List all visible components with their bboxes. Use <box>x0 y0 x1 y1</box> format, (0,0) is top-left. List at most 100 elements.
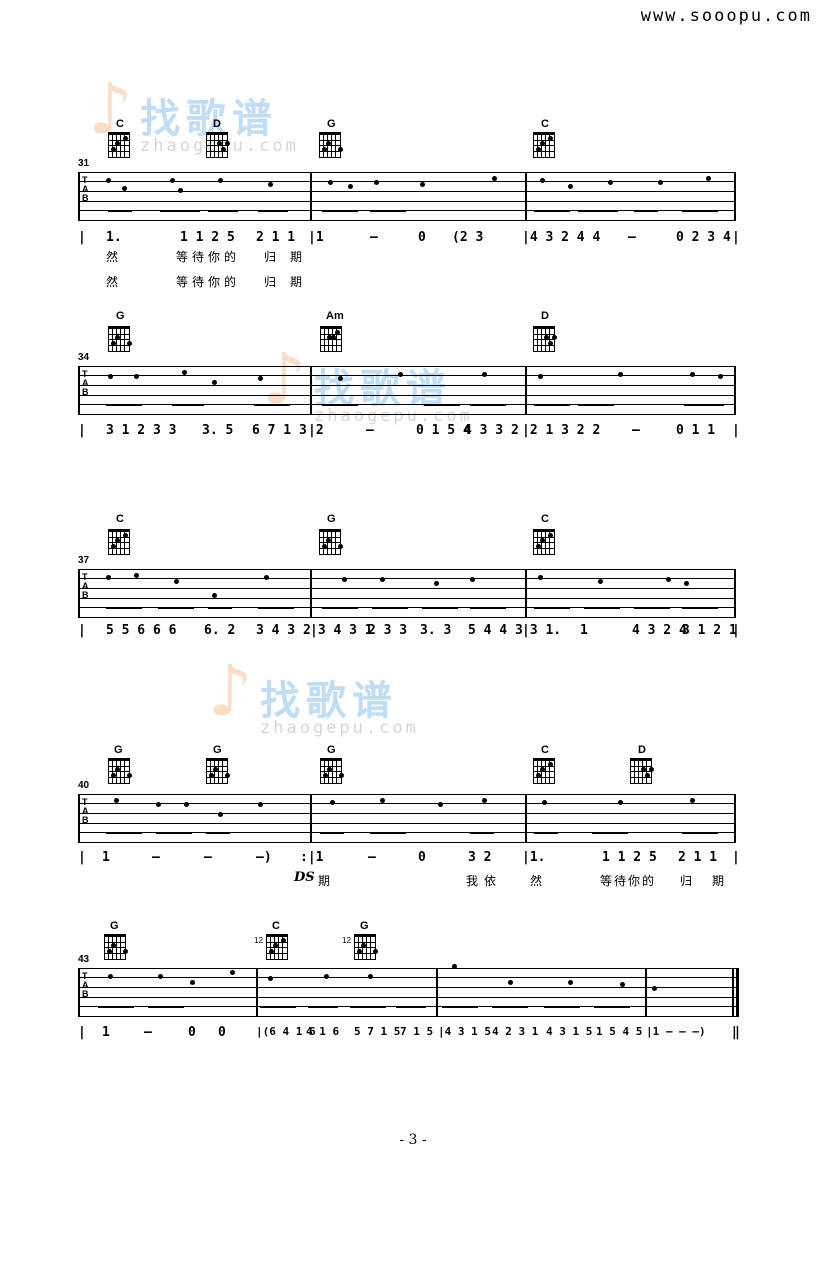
ds-marker: DS <box>294 870 315 885</box>
jianpu-note: — <box>370 230 378 245</box>
jianpu-line: | 5 5 6 6 6 6. 2 3 4 3 2 |3 4 3 1 2 3 3 … <box>72 623 752 645</box>
lyric: 我依 <box>466 874 503 888</box>
chord-diagram <box>533 132 555 158</box>
chord-label: G <box>116 310 125 322</box>
tab-staff <box>78 569 736 618</box>
watermark-logo: ♪ 找歌谱 zhaogepu.com <box>208 650 468 750</box>
jianpu-note: 5 5 6 6 6 <box>106 623 177 638</box>
jianpu-note: 2 1 1 <box>678 850 718 865</box>
jianpu-note: |1. <box>522 850 546 865</box>
site-url[interactable]: www.sooopu.com <box>640 6 812 26</box>
jianpu-note: 2 3 3 <box>368 623 408 638</box>
page-number: - 3 - <box>399 1132 427 1148</box>
jianpu-line: | 1. 1 1 2 5 2 1 1 |1 — 0 (2 3 |4 3 2 4 … <box>72 230 752 252</box>
jianpu-note: 7 1 5 <box>400 1025 434 1038</box>
lyric: 期 <box>290 250 303 264</box>
jianpu-bar: | <box>78 423 86 438</box>
measure-number: 37 <box>78 555 90 566</box>
jianpu-bar: | <box>78 850 86 865</box>
jianpu-note: 1 <box>580 623 588 638</box>
jianpu-note: 6 7 1 3 <box>252 423 307 438</box>
jianpu-note: — <box>632 423 640 438</box>
lyric: 然 <box>106 250 119 264</box>
chord-diagram <box>206 132 230 158</box>
jianpu-note: (2 3 <box>452 230 484 245</box>
jianpu-note: |3 4 3 1 <box>310 623 373 638</box>
jianpu-line: | 3 1 2 3 3 3. 5 6 7 1 3 |2 — 0 1 5 4 4 … <box>72 423 752 445</box>
jianpu-note: 4 3 3 2 <box>464 423 519 438</box>
jianpu-bar: | <box>732 423 740 438</box>
watermark-cn: 找歌谱 <box>260 679 398 723</box>
chord-label: G <box>114 744 123 756</box>
jianpu-note: |1 <box>308 230 324 245</box>
jianpu-note: 3 1 2 3 3 <box>106 423 177 438</box>
tab-staff <box>78 172 736 221</box>
jianpu-note: 0 <box>418 230 426 245</box>
jianpu-bar: | <box>78 230 86 245</box>
jianpu-note: 0 1 5 4 <box>416 423 471 438</box>
jianpu-bar: | <box>732 850 740 865</box>
jianpu-line: | 1 — 0 0 |(6 4 1 6 4 1 6 5 7 1 5 7 1 5 … <box>72 1025 752 1047</box>
chord-diagram <box>533 758 555 784</box>
jianpu-note: — <box>152 850 160 865</box>
jianpu-note: :|1 <box>300 850 324 865</box>
jianpu-note: |3 1. <box>522 623 562 638</box>
measure-number: 43 <box>78 954 90 965</box>
tab-staff <box>78 366 736 415</box>
lyric: 归 <box>680 874 693 888</box>
chord-diagram <box>108 132 130 158</box>
chord-diagram <box>319 132 343 158</box>
lyric: 然 <box>530 874 543 888</box>
chord-diagram <box>533 326 557 352</box>
jianpu-note: 3. 3 <box>420 623 452 638</box>
lyric: 归 <box>264 250 277 264</box>
chord-label: G <box>213 744 222 756</box>
music-note-icon: ♪ <box>208 650 253 732</box>
jianpu-note: 0 <box>418 850 426 865</box>
measure-number: 34 <box>78 352 90 363</box>
jianpu-note: 1 1 2 5 <box>180 230 235 245</box>
jianpu-note: 5 4 4 3 <box>468 623 523 638</box>
fret-number: 12 <box>254 936 263 945</box>
chord-diagram <box>533 529 555 555</box>
jianpu-note: 1 <box>102 1025 110 1040</box>
chord-label: G <box>327 118 336 130</box>
chord-diagram <box>108 529 130 555</box>
jianpu-note: |(6 4 1 6 <box>256 1025 316 1038</box>
jianpu-note: —) <box>256 850 272 865</box>
jianpu-note: 1 5 4 5 <box>596 1025 643 1038</box>
lyric: 等待你的 <box>176 275 241 289</box>
jianpu-note: 3. 5 <box>202 423 234 438</box>
chord-label: C <box>116 118 124 130</box>
jianpu-note: 3 4 3 2 <box>256 623 311 638</box>
jianpu-note: — <box>366 423 374 438</box>
jianpu-note: — <box>144 1025 152 1040</box>
jianpu-note: |2 1 3 2 2 <box>522 423 601 438</box>
chord-diagram <box>320 758 344 784</box>
measure-number: 40 <box>78 780 90 791</box>
chord-label: C <box>116 513 124 525</box>
chord-label: D <box>213 118 221 130</box>
jianpu-note: 3 2 <box>468 850 492 865</box>
chord-label: D <box>638 744 646 756</box>
chord-label: D <box>541 310 549 322</box>
jianpu-note: — <box>204 850 212 865</box>
jianpu-bar: | <box>732 623 740 638</box>
jianpu-note: 1. <box>106 230 122 245</box>
chord-diagram <box>266 934 288 960</box>
chord-diagram <box>320 326 342 352</box>
jianpu-note: |1 — — —) <box>646 1025 706 1038</box>
chord-diagram <box>206 758 230 784</box>
jianpu-note: 4 1 6 <box>306 1025 340 1038</box>
chord-label: C <box>541 118 549 130</box>
chord-label: Am <box>326 310 344 322</box>
jianpu-note: 1 1 2 5 <box>602 850 657 865</box>
jianpu-note: 4 3 1 5 <box>546 1025 593 1038</box>
chord-label: G <box>327 513 336 525</box>
jianpu-note: 1 <box>102 850 110 865</box>
chord-label: C <box>272 920 280 932</box>
